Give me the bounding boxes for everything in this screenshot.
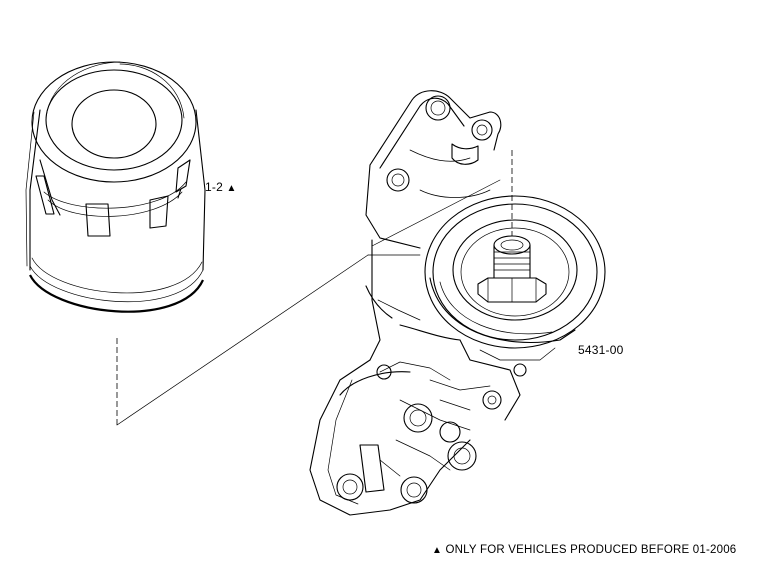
leader-lines: [116, 150, 513, 426]
filter-part-label: 1-2 ▲: [205, 180, 237, 196]
oil-filter-housing-drawing: [309, 90, 606, 516]
oil-filter-drawing: [25, 61, 206, 313]
footnote-text: ONLY FOR VEHICLES PRODUCED BEFORE 01-200…: [445, 544, 737, 556]
footnote: ▲ ONLY FOR VEHICLES PRODUCED BEFORE 01-2…: [432, 543, 736, 558]
housing-part-number: 5431-00: [578, 343, 624, 357]
triangle-icon: ▲: [432, 545, 443, 556]
housing-part-label: 5431-00: [578, 343, 623, 357]
triangle-icon: ▲: [226, 183, 237, 194]
filter-part-number: 1-2: [205, 180, 223, 194]
